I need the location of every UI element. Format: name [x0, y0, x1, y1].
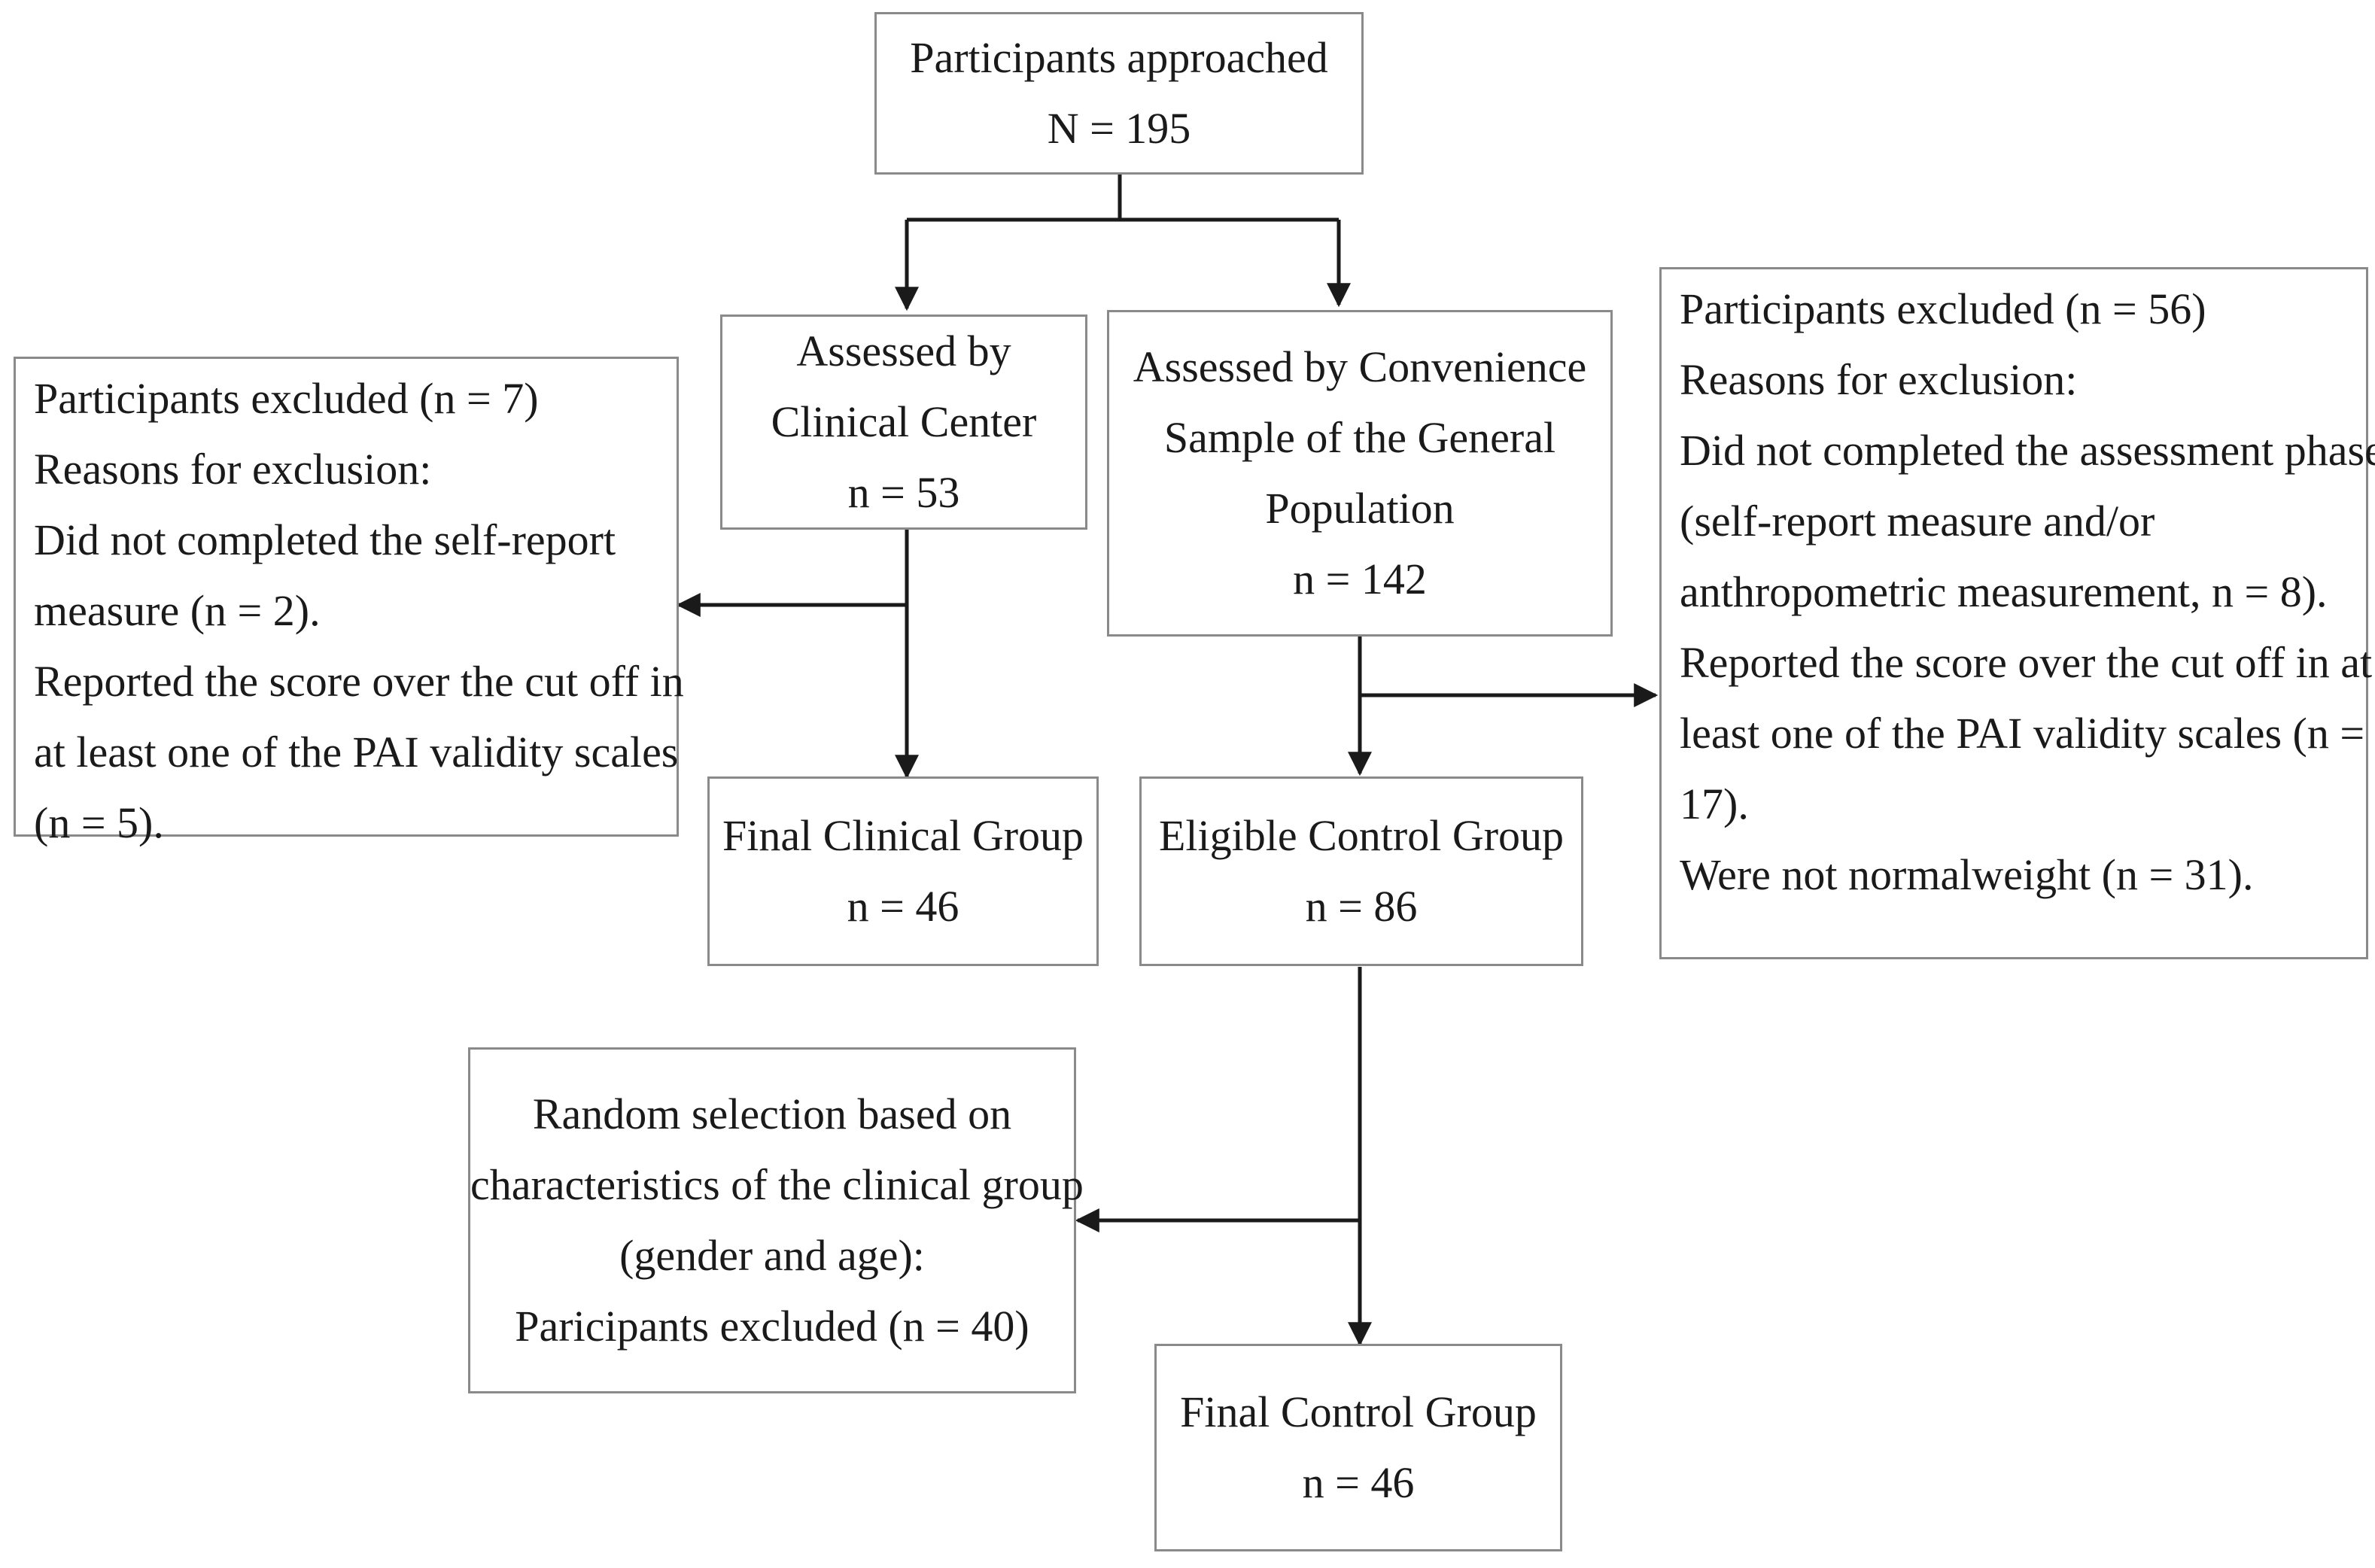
final-control-group-count: n = 46 [1302, 1458, 1415, 1507]
eligible-control-group-title: Eligible Control Group [1158, 811, 1565, 860]
clinical-assessed-line-2: Clinical Center [771, 397, 1037, 446]
convenience-assessed-line-1: Assessed by Convenience [1133, 342, 1587, 391]
control-excluded-reason-2-cont: least one of the PAI validity scales (n … [1680, 709, 2365, 758]
final-clinical-group-box: Final Clinical Group n = 46 [707, 776, 1099, 966]
convenience-assessed-line-2: Sample of the General [1163, 413, 1556, 462]
clinical-excluded-reason-2-cont: at least one of the PAI validity scales [34, 728, 679, 776]
control-excluded-reason-1: Did not completed the assessment phase [1680, 426, 2375, 475]
clinical-excluded-heading: Participants excluded (n = 7) [34, 374, 539, 423]
random-selection-line-3: (gender and age): [619, 1231, 925, 1280]
final-control-group-title: Final Control Group [1180, 1387, 1537, 1436]
clinical-excluded-reasons-label: Reasons for exclusion: [34, 445, 432, 494]
control-excluded-reason-3: Were not normalweight (n = 31). [1680, 850, 2254, 899]
clinical-excluded-reason-1-cont: measure (n = 2). [34, 586, 321, 635]
final-clinical-group-title: Final Clinical Group [722, 811, 1084, 860]
eligible-control-group-count: n = 86 [1305, 882, 1418, 931]
convenience-assessed-box: Assessed by Convenience Sample of the Ge… [1107, 310, 1613, 637]
random-selection-excluded: Paricipants excluded (n = 40) [515, 1302, 1029, 1351]
final-clinical-group-count: n = 46 [847, 882, 959, 931]
random-selection-box: Random selection based on characteristic… [468, 1047, 1084, 1393]
participants-approached-box: Participants approached N = 195 [874, 12, 1364, 175]
control-excluded-reason-2: Reported the score over the cut off in a… [1680, 638, 2373, 687]
convenience-assessed-count: n = 142 [1293, 555, 1427, 603]
control-excluded-reason-1-cont: (self-report measure and/or [1680, 497, 2155, 545]
control-excluded-reason-2-count: 17). [1680, 779, 1749, 828]
control-excluded-heading: Participants excluded (n = 56) [1680, 284, 2206, 333]
random-selection-line-1: Random selection based on [532, 1089, 1012, 1138]
control-excluded-reason-1-count: anthropometric measurement, n = 8). [1680, 567, 2328, 616]
eligible-control-group-box: Eligible Control Group n = 86 [1139, 776, 1583, 966]
clinical-assessed-line-1: Assessed by [796, 327, 1011, 375]
clinical-excluded-box: Participants excluded (n = 7) Reasons fo… [14, 357, 684, 847]
final-control-group-box: Final Control Group n = 46 [1154, 1344, 1562, 1551]
clinical-assessed-count: n = 53 [847, 468, 960, 517]
participants-approached-title: Participants approached [910, 33, 1328, 82]
random-selection-line-2: characteristics of the clinical group [470, 1160, 1084, 1209]
clinical-excluded-reason-1: Did not completed the self-report [34, 515, 616, 564]
clinical-excluded-reason-2-count: (n = 5). [34, 798, 164, 847]
control-excluded-reasons-label: Reasons for exclusion: [1680, 355, 2078, 404]
control-excluded-box: Participants excluded (n = 56) Reasons f… [1659, 267, 2375, 959]
convenience-assessed-line-3: Population [1265, 484, 1455, 533]
clinical-excluded-reason-2: Reported the score over the cut off in [34, 657, 684, 706]
participants-approached-count: N = 195 [1047, 104, 1191, 153]
clinical-assessed-box: Assessed by Clinical Center n = 53 [720, 315, 1087, 530]
